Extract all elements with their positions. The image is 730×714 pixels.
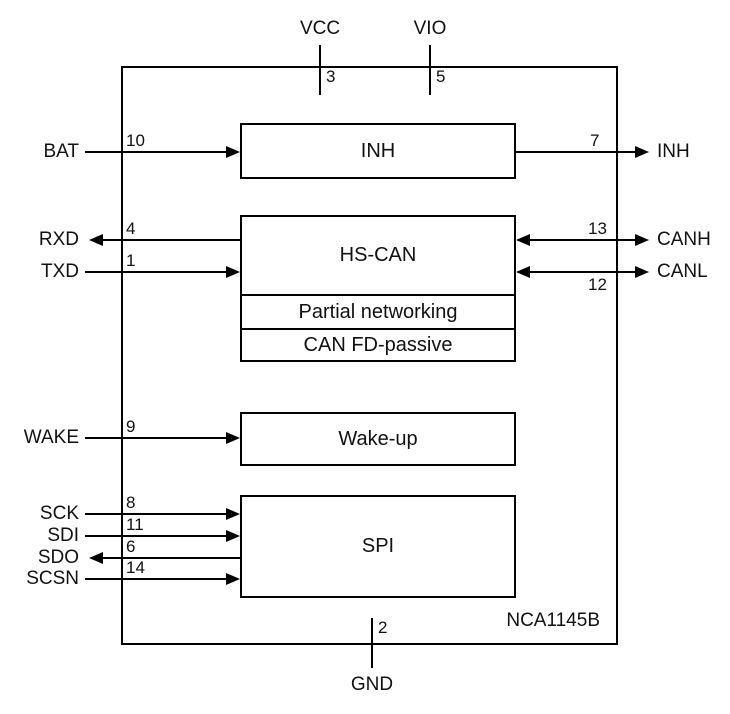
chip-name: NCA1145B: [506, 610, 600, 631]
canl-arrow: [516, 266, 649, 278]
signal-label-inh-out: INH: [657, 141, 690, 162]
pin-number-vcc: 3: [326, 67, 336, 86]
pin-label-vio: VIO: [413, 18, 447, 39]
signal-label-txd: TXD: [41, 261, 79, 282]
block-hscan: HS-CAN Partial networking CAN FD-passive: [240, 215, 516, 362]
pin-number-inh-out: 7: [590, 131, 600, 150]
signal-label-sdo: SDO: [37, 547, 79, 568]
signal-label-canh: CANH: [657, 229, 711, 250]
pin-number-wake: 9: [126, 417, 136, 436]
block-spi-label: SPI: [361, 535, 395, 557]
block-inh: INH: [240, 123, 516, 179]
pin-number-scsn: 14: [126, 558, 145, 577]
signal-label-sck: SCK: [39, 503, 79, 524]
pin-number-gnd: 2: [378, 618, 388, 637]
sck-arrow: [85, 508, 240, 520]
block-hscan-can-fd-passive: CAN FD-passive: [242, 328, 514, 360]
chip-outline: [121, 66, 618, 645]
signal-label-bat: BAT: [43, 141, 79, 162]
pin-number-vio: 5: [436, 67, 446, 86]
pin-number-sck: 8: [126, 493, 136, 512]
scsn-arrow: [85, 573, 240, 585]
sdo-arrow: [89, 552, 240, 564]
pin-number-canl: 12: [588, 275, 607, 294]
block-hscan-partial-networking: Partial networking: [242, 294, 514, 328]
signal-label-sdi: SDI: [47, 525, 79, 546]
block-wakeup-label: Wake-up: [338, 427, 418, 450]
txd-arrow: [85, 266, 240, 278]
rxd-arrow: [89, 234, 240, 246]
pin-label-vcc: VCC: [299, 18, 341, 39]
pin-number-sdi: 11: [126, 515, 144, 534]
signal-label-rxd: RXD: [38, 229, 79, 250]
signal-label-wake: WAKE: [23, 427, 79, 448]
pin-label-gnd: GND: [350, 674, 394, 695]
bat-arrow: [85, 146, 240, 158]
pin-number-txd: 1: [126, 251, 136, 270]
block-wakeup: Wake-up: [240, 412, 516, 466]
canh-arrow: [516, 234, 649, 246]
block-inh-label: INH: [360, 139, 396, 162]
pin-number-rxd: 4: [126, 219, 136, 238]
signal-label-scsn: SCSN: [26, 568, 79, 589]
pin-number-sdo: 6: [126, 537, 136, 556]
block-spi: SPI: [240, 495, 516, 598]
block-hscan-label: HS-CAN: [339, 244, 417, 266]
pin-number-canh: 13: [588, 219, 607, 238]
signal-label-canl: CANL: [657, 261, 708, 282]
sdi-arrow: [85, 530, 240, 542]
wake-arrow: [85, 432, 240, 444]
pin-number-bat: 10: [126, 131, 145, 150]
